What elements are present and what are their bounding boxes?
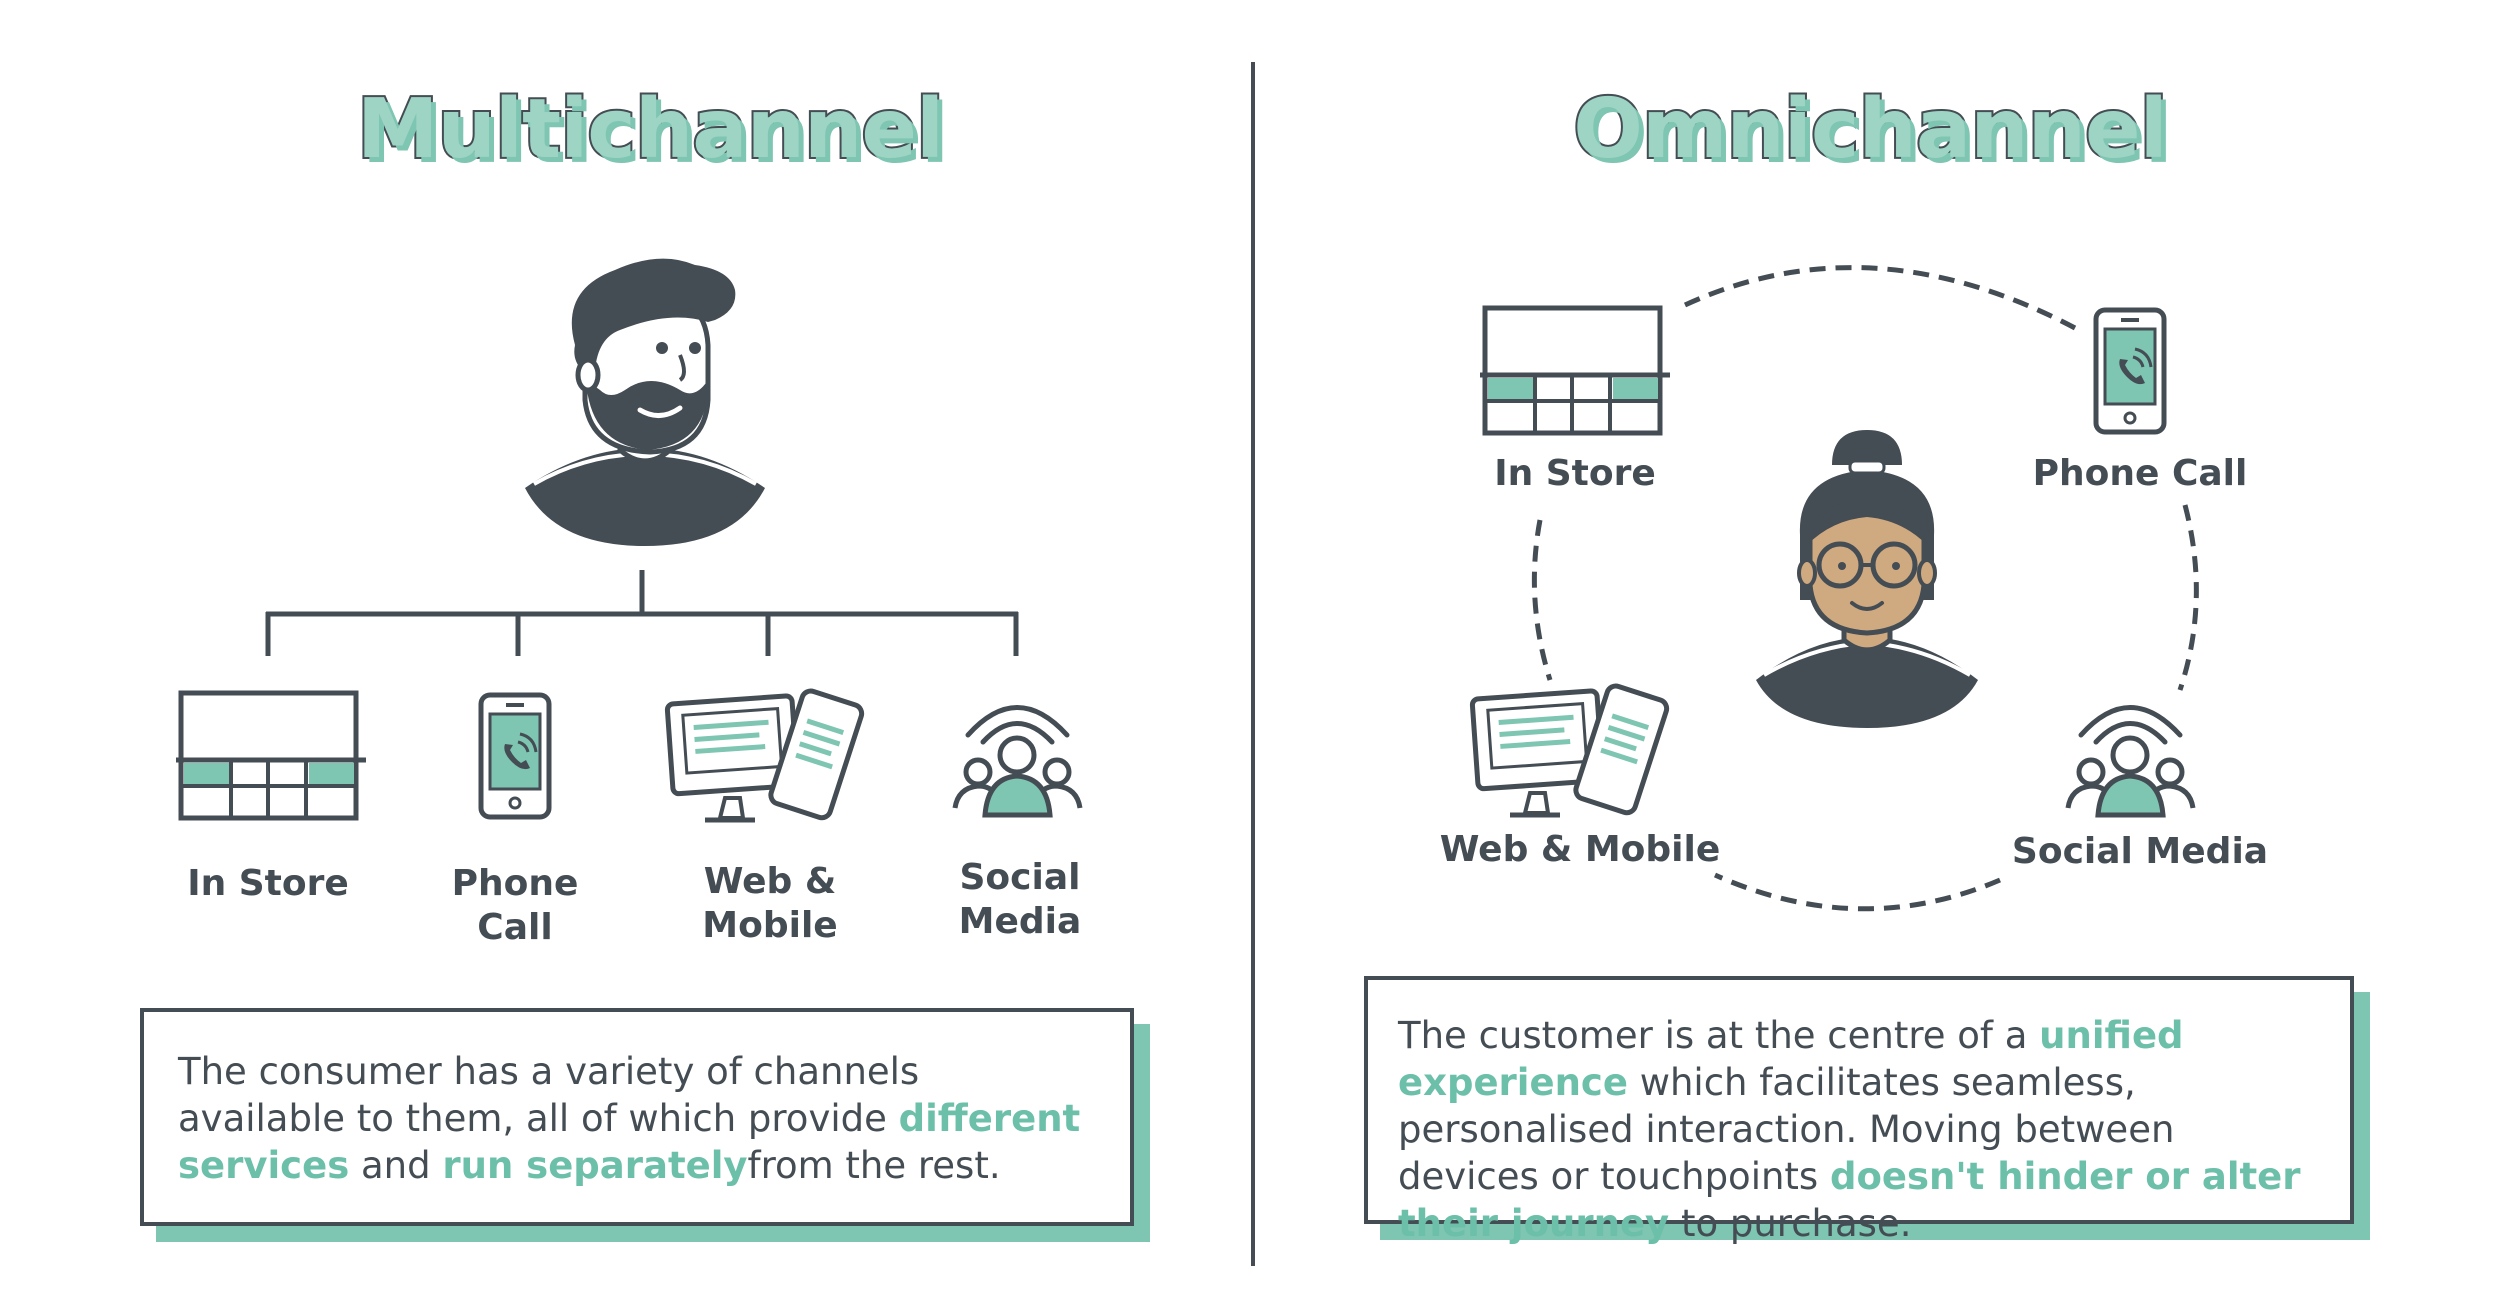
devices-icon — [664, 688, 865, 823]
woman-avatar-icon — [1756, 430, 1978, 728]
description-text: which facilitates seamless, personalised… — [1398, 1061, 2175, 1198]
highlight-text: run separately — [442, 1144, 748, 1187]
description-text: to purchase. — [1669, 1202, 1912, 1245]
description-text: The consumer has a variety of channels a… — [178, 1050, 920, 1140]
highlight-text: doesn't hinder or alter their journey — [1398, 1155, 2301, 1245]
omnichannel-title: Omnichannel — [1571, 80, 2169, 179]
highlight-text: different services — [178, 1097, 1081, 1187]
center-divider — [1251, 62, 1255, 1266]
description-text: from the rest. — [747, 1144, 1001, 1187]
channel-label-social-media: Social Media — [2011, 831, 2269, 872]
channel-label-in-store: In Store — [187, 863, 349, 904]
multichannel-title: Multichannel — [355, 80, 946, 179]
description-text: and — [349, 1144, 443, 1187]
omnichannel-description-box: The customer is at the centre of a unifi… — [1364, 976, 2354, 1245]
store-icon — [176, 690, 366, 821]
phone-icon — [2093, 307, 2167, 435]
description-text: The customer is at the centre of a — [1398, 1014, 2040, 1057]
social-media-icon — [952, 705, 1083, 818]
man-avatar-icon — [525, 258, 765, 546]
store-icon — [1480, 305, 1670, 436]
channel-label-phone-call: Phone Call — [2032, 453, 2248, 494]
channel-label-web-mobile: Web & Mobile — [702, 861, 838, 946]
channel-label-social-media: Social Media — [958, 857, 1082, 942]
channel-label-web-mobile: Web & Mobile — [1439, 829, 1721, 870]
channel-label-phone-call: Phone Call — [451, 863, 579, 948]
channel-label-in-store: In Store — [1494, 453, 1656, 494]
devices-icon — [1469, 683, 1670, 818]
multichannel-description-box: The consumer has a variety of channels a… — [140, 1008, 1134, 1226]
highlight-text: unified experience — [1398, 1014, 2184, 1104]
social-media-icon — [2065, 705, 2196, 818]
phone-icon — [478, 692, 552, 820]
